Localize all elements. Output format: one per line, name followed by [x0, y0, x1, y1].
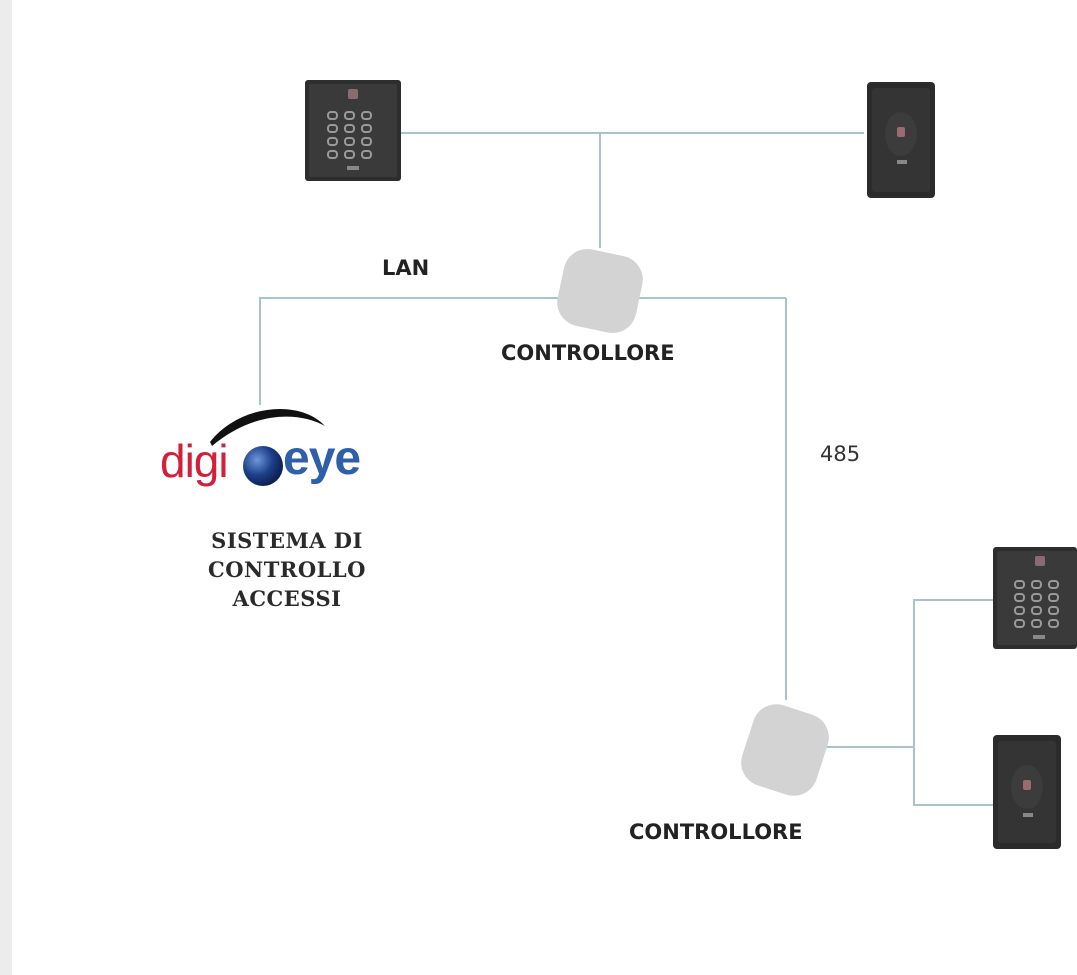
logo-swoosh-icon: [210, 408, 325, 486]
controller-top: [557, 249, 643, 333]
keypad-reader-bottom: [993, 547, 1077, 649]
logo-text-digi: digi: [160, 435, 229, 487]
caption-line-2: CONTROLLO: [208, 557, 366, 582]
keypad-reader-top: [305, 80, 401, 181]
caption-line-1: SISTEMA DI: [211, 528, 363, 553]
logo-orb-icon: [243, 446, 283, 486]
top-strip: [12, 0, 172, 2]
controller-top-label: CONTROLLORE: [501, 341, 675, 365]
lan-label: LAN: [382, 256, 430, 280]
card-reader-top: [867, 82, 935, 198]
system-caption: SISTEMA DI CONTROLLO ACCESSI: [172, 526, 402, 613]
wire-bottom-readers: [913, 599, 993, 806]
caption-line-3: ACCESSI: [232, 586, 342, 611]
controller-bottom-label: CONTROLLORE: [629, 820, 803, 844]
logo-text-eye: eye: [283, 432, 361, 485]
network-diagram: [259, 80, 1077, 849]
rs485-label: 485: [820, 442, 861, 466]
card-reader-bottom: [993, 735, 1061, 849]
diagram-canvas: LAN CONTROLLORE 485 CONTROLLORE digi eye…: [12, 0, 1077, 975]
controller-bottom: [741, 704, 829, 796]
digieye-logo: digi eye: [160, 404, 390, 494]
